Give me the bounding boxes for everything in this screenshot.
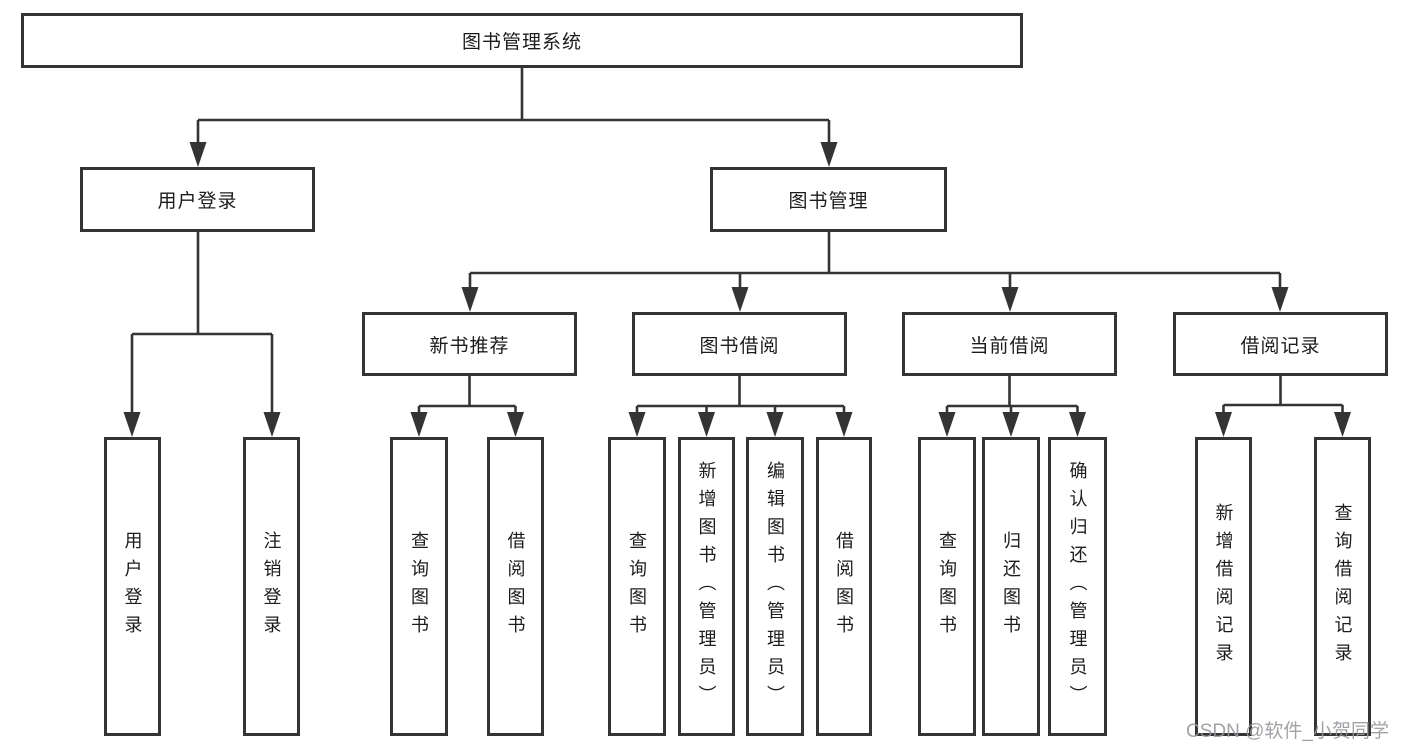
leaf-borrow-book: 借阅图书 xyxy=(816,437,872,736)
node-current-borrow: 当前借阅 xyxy=(902,312,1117,376)
node-user-login-branch: 用户登录 xyxy=(80,167,315,232)
csdn-watermark: CSDN @软件_小贺同学 xyxy=(1186,721,1389,742)
leaf-edit-book-admin: 编辑图书（管理员） xyxy=(746,437,804,736)
leaf-add-book-admin: 新增图书（管理员） xyxy=(678,437,735,736)
arrowheads xyxy=(123,142,1351,437)
leaf-return-book: 归还图书 xyxy=(982,437,1040,736)
node-new-book-recommend: 新书推荐 xyxy=(362,312,577,376)
leaf-query-book-recommend: 查询图书 xyxy=(390,437,448,736)
node-library-management-system: 图书管理系统 xyxy=(21,13,1023,68)
leaf-query-book-borrow: 查询图书 xyxy=(608,437,666,736)
node-book-management: 图书管理 xyxy=(710,167,947,232)
leaf-confirm-return-admin: 确认归还（管理员） xyxy=(1048,437,1107,736)
leaf-borrow-book-recommend: 借阅图书 xyxy=(487,437,544,736)
leaf-logout: 注销登录 xyxy=(243,437,300,736)
node-borrow-records: 借阅记录 xyxy=(1173,312,1388,376)
leaf-add-borrow-record: 新增借阅记录 xyxy=(1195,437,1252,736)
leaf-query-book-current: 查询图书 xyxy=(918,437,976,736)
leaf-user-login: 用户登录 xyxy=(104,437,161,736)
node-book-borrow: 图书借阅 xyxy=(632,312,847,376)
leaf-query-borrow-record: 查询借阅记录 xyxy=(1314,437,1371,736)
